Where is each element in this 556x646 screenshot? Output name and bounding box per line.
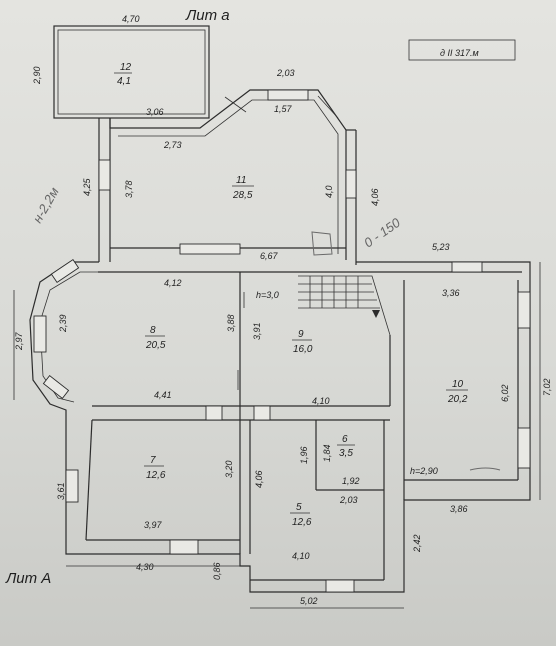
svg-text:3,91: 3,91 [252, 322, 262, 340]
svg-text:4,12: 4,12 [164, 278, 182, 288]
svg-text:7: 7 [150, 455, 156, 466]
svg-text:3,20: 3,20 [224, 460, 234, 478]
svg-text:3,61: 3,61 [56, 482, 66, 500]
svg-text:12: 12 [120, 62, 132, 73]
svg-text:5: 5 [296, 502, 302, 513]
door-9 [253, 405, 271, 421]
window-room-8-nw [50, 258, 80, 284]
svg-text:6,02: 6,02 [500, 384, 510, 402]
svg-text:4,0: 4,0 [324, 185, 334, 198]
svg-text:12,6: 12,6 [292, 517, 312, 528]
room-label-7: 7 12,6 [144, 455, 166, 481]
window-room-11-bay [267, 89, 309, 101]
room-label-6: 6 3,5 [337, 434, 355, 459]
svg-text:4,10: 4,10 [292, 551, 310, 561]
room-label-10: 10 20,2 [446, 379, 468, 405]
window-room-7-south [169, 539, 199, 555]
svg-text:2,03: 2,03 [339, 495, 358, 505]
svg-text:0,86: 0,86 [212, 562, 222, 580]
window-room-11-east [345, 169, 357, 199]
room-label-11: 11 28,5 [232, 175, 254, 201]
window-room-11-south [179, 243, 241, 255]
svg-text:h=2,90: h=2,90 [410, 466, 438, 476]
svg-text:4,41: 4,41 [154, 390, 172, 400]
room-label-12: 12 4,1 [114, 62, 132, 87]
corner-stamp: д II 317.м [408, 39, 516, 61]
svg-text:4,06: 4,06 [254, 470, 264, 488]
svg-text:4,1: 4,1 [117, 76, 131, 87]
svg-text:3,86: 3,86 [450, 504, 468, 514]
room-label-9: 9 16,0 [292, 329, 313, 355]
svg-text:7,02: 7,02 [542, 378, 552, 396]
dimension-labels: 4,70 2,90 3,06 2,73 2,03 1,57 4,25 3,78 … [14, 14, 552, 606]
svg-text:3,5: 3,5 [339, 448, 353, 459]
svg-text:2,73: 2,73 [163, 140, 182, 150]
svg-text:11: 11 [236, 175, 246, 186]
lit-bottom: Лит А [5, 570, 51, 587]
svg-text:20,5: 20,5 [145, 340, 166, 351]
svg-text:2,03: 2,03 [276, 68, 295, 78]
svg-text:12,6: 12,6 [146, 470, 166, 481]
svg-text:6,67: 6,67 [260, 251, 279, 261]
staircase [298, 275, 391, 336]
svg-text:2,97: 2,97 [14, 331, 24, 351]
pen-mark-square [311, 231, 333, 256]
svg-text:4,10: 4,10 [312, 396, 330, 406]
svg-text:2,90: 2,90 [32, 66, 42, 85]
svg-text:6: 6 [342, 434, 348, 445]
window-room-8-bay [33, 315, 47, 353]
window-room-5-south [325, 579, 355, 593]
window-room-10-east-2 [517, 427, 531, 469]
svg-text:5,02: 5,02 [300, 596, 318, 606]
svg-text:1,96: 1,96 [299, 446, 309, 464]
svg-text:д II 317.м: д II 317.м [440, 48, 479, 58]
svg-text:9: 9 [298, 329, 304, 340]
svg-text:8: 8 [150, 325, 156, 336]
svg-text:3,36: 3,36 [442, 288, 460, 298]
window-room-10-east-1 [517, 291, 531, 329]
svg-text:4,06: 4,06 [370, 188, 380, 206]
svg-text:3,88: 3,88 [226, 314, 236, 332]
main-outer-walls [29, 261, 531, 593]
room-12-walls [53, 25, 210, 119]
svg-text:5,23: 5,23 [432, 242, 450, 252]
window-room-10-north [451, 261, 483, 273]
svg-text:3,06: 3,06 [146, 107, 164, 117]
svg-text:2,39: 2,39 [58, 314, 68, 333]
window-corridor [98, 159, 111, 191]
svg-text:4,30: 4,30 [136, 562, 154, 572]
room-12-inner [57, 29, 206, 115]
svg-text:3,97: 3,97 [144, 520, 163, 530]
svg-text:4,70: 4,70 [122, 14, 140, 24]
lit-top: Лит а [185, 7, 230, 24]
room-label-5: 5 12,6 [290, 502, 312, 528]
svg-text:16,0: 16,0 [293, 344, 313, 355]
svg-text:20,2: 20,2 [447, 394, 468, 405]
hand-note-right: 0 - 150 [361, 215, 403, 251]
svg-text:1,84: 1,84 [322, 444, 332, 462]
svg-text:3,78: 3,78 [124, 180, 134, 198]
room-label-8: 8 20,5 [145, 325, 166, 351]
svg-text:2,42: 2,42 [412, 534, 422, 553]
svg-text:4,25: 4,25 [82, 177, 92, 196]
svg-text:10: 10 [452, 379, 464, 390]
door-7 [205, 405, 223, 421]
hand-note-left: н-2,2м [30, 185, 62, 226]
svg-text:1,92: 1,92 [342, 476, 360, 486]
svg-text:h=3,0: h=3,0 [256, 290, 279, 300]
svg-text:28,5: 28,5 [232, 190, 253, 201]
window-room-7-west [65, 469, 79, 503]
svg-text:1,57: 1,57 [274, 104, 293, 114]
window-room-8-sw [42, 375, 70, 399]
